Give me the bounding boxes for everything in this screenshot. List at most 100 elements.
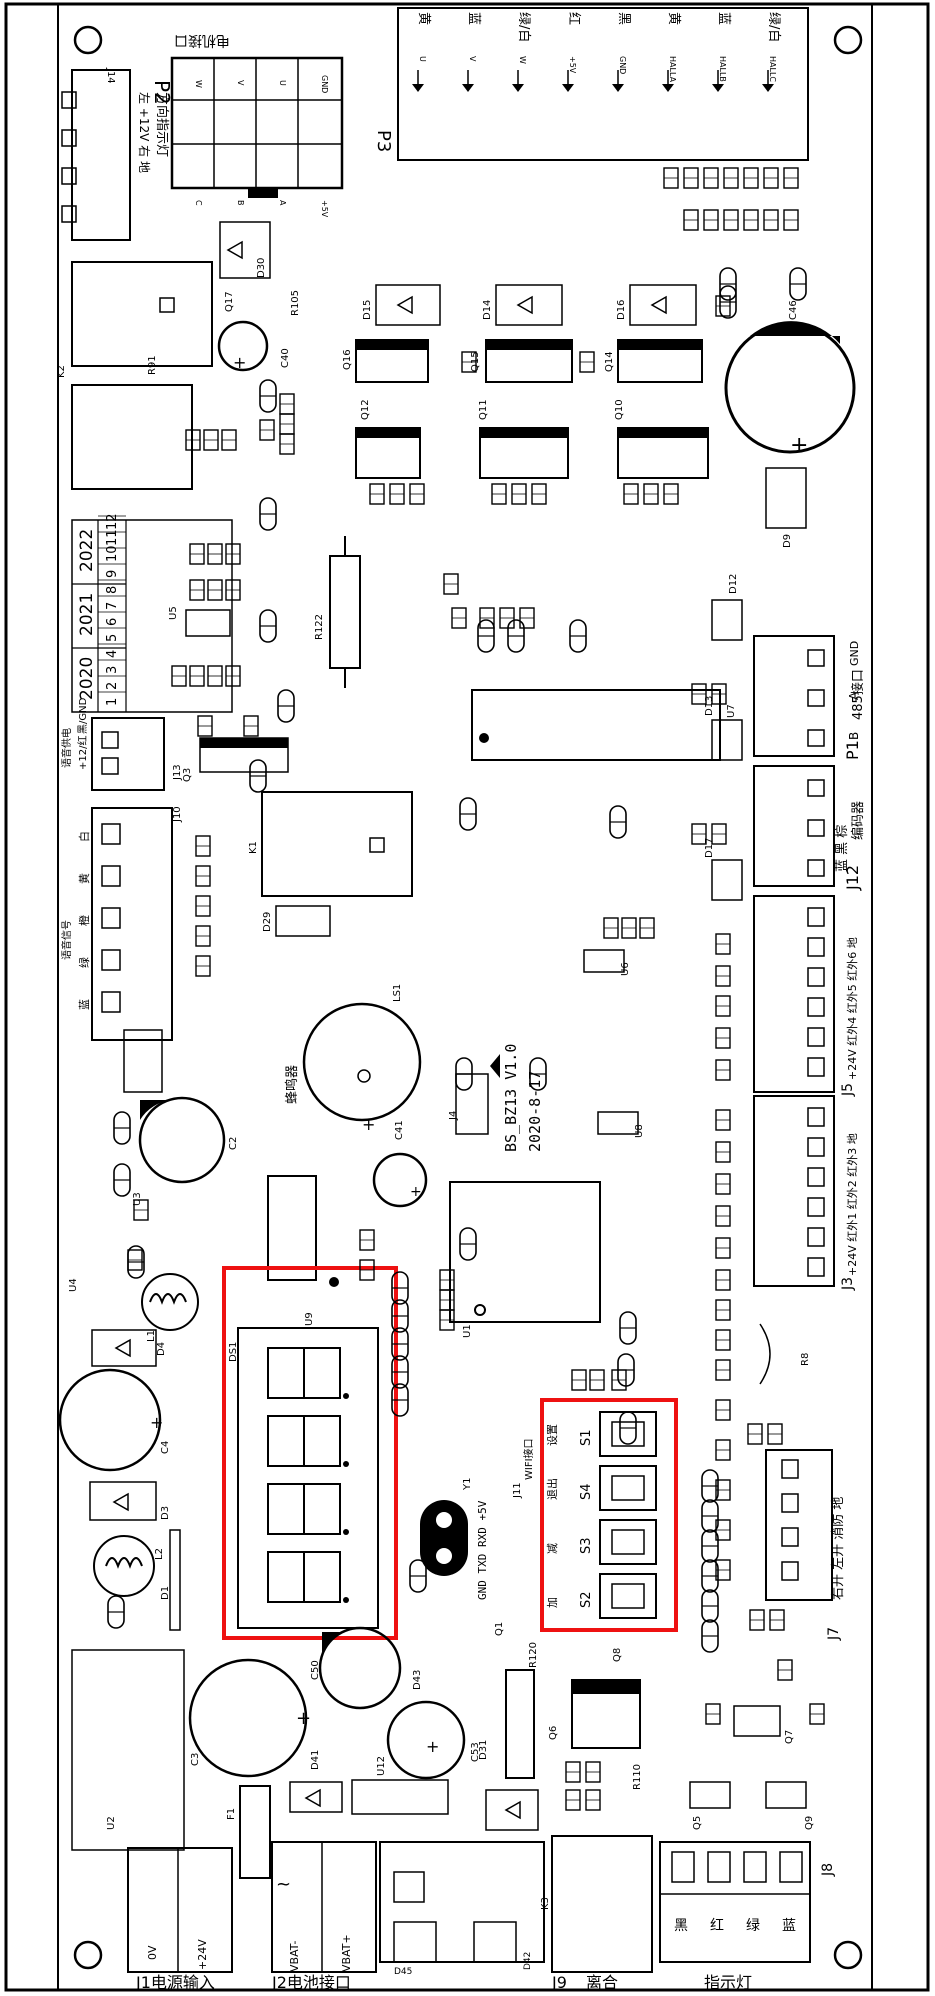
svg-text:B: B bbox=[236, 200, 245, 206]
svg-text:Q17: Q17 bbox=[224, 291, 235, 312]
j7-function: 右开 左开 消防 地 bbox=[830, 1497, 846, 1600]
svg-text:+5V: +5V bbox=[320, 200, 329, 218]
u1-ic bbox=[449, 1181, 601, 1323]
svg-text:D17: D17 bbox=[704, 838, 715, 858]
j7-door-connector: J7 右开 左开 消防 地 bbox=[765, 1449, 846, 1641]
svg-text:R105: R105 bbox=[290, 290, 301, 316]
p3-pin-label: V bbox=[468, 56, 477, 62]
switch-function: 加 bbox=[546, 1597, 559, 1608]
svg-text:D1: D1 bbox=[160, 1586, 171, 1600]
u7-ic bbox=[471, 689, 721, 761]
svg-text:C46: C46 bbox=[788, 300, 799, 320]
p2-title: 电机接口 bbox=[174, 32, 230, 49]
svg-text:R122: R122 bbox=[314, 614, 325, 640]
month-code: 1 bbox=[105, 698, 120, 706]
j8-pin-color: 红 bbox=[710, 1918, 724, 1934]
j3-function: +24V 红外1 红外2 红外3 地 bbox=[846, 1133, 859, 1276]
month-code: 9 bbox=[105, 570, 120, 578]
svg-text:+12/红: +12/红 bbox=[76, 736, 89, 770]
j5-function: +24V 红外4 红外5 红外6 地 bbox=[846, 937, 859, 1080]
svg-text:P1: P1 bbox=[843, 740, 862, 760]
svg-text:+: + bbox=[426, 1737, 439, 1756]
svg-text:GND: GND bbox=[320, 75, 329, 93]
smd-pads bbox=[107, 167, 825, 1811]
month-code: 11 bbox=[105, 529, 120, 546]
svg-text:F1: F1 bbox=[226, 1808, 237, 1820]
svg-text:B: B bbox=[847, 732, 861, 740]
svg-text:C40: C40 bbox=[280, 348, 291, 368]
svg-text:C53: C53 bbox=[470, 1742, 481, 1762]
j9-clutch-connector: J9 离合 bbox=[551, 1835, 653, 1992]
p3-pin-label: HALLB bbox=[718, 56, 727, 82]
svg-text:J8: J8 bbox=[820, 1863, 836, 1877]
j14-connector: J14 左 +12V 右 地 方向指示灯 bbox=[61, 67, 170, 241]
svg-text:R120: R120 bbox=[528, 1642, 539, 1668]
svg-text:WIFI接口: WIFI接口 bbox=[522, 1438, 535, 1480]
svg-text:J10: J10 bbox=[172, 806, 183, 823]
k2-relay: K2 R91 bbox=[56, 261, 213, 490]
j8-indicator-connector: 黑红绿蓝 J8 指示灯 bbox=[659, 1841, 836, 1992]
j1-power-input: 0V +24V J1电源输入 bbox=[127, 1847, 233, 1992]
j8-pin-color: 绿 bbox=[746, 1918, 760, 1934]
year-code: 2021 bbox=[77, 593, 97, 636]
svg-text:J13: J13 bbox=[172, 764, 183, 781]
svg-text:R91: R91 bbox=[147, 355, 158, 375]
switch-name: S4 bbox=[579, 1483, 594, 1500]
month-code: 10 bbox=[105, 545, 120, 562]
svg-text:L1: L1 bbox=[146, 1330, 157, 1342]
svg-text:方向指示灯: 方向指示灯 bbox=[154, 92, 170, 157]
switch-name: S1 bbox=[579, 1429, 594, 1446]
j8-function: 指示灯 bbox=[704, 1973, 752, 1992]
year-code: 2022 bbox=[77, 529, 97, 572]
mounting-hole bbox=[73, 25, 103, 55]
svg-text:D9: D9 bbox=[782, 534, 793, 548]
svg-text:U12: U12 bbox=[376, 1756, 387, 1776]
month-code: 8 bbox=[105, 586, 120, 594]
svg-text:D13: D13 bbox=[704, 696, 715, 716]
svg-text:P3: P3 bbox=[373, 130, 394, 152]
svg-text:J7: J7 bbox=[826, 1627, 842, 1641]
svg-text:D45: D45 bbox=[394, 1967, 412, 1977]
buttons-highlight-box bbox=[540, 1398, 678, 1632]
svg-text:U: U bbox=[278, 80, 287, 86]
svg-text:J5: J5 bbox=[840, 1083, 856, 1097]
p3-pin-label: +5V bbox=[568, 56, 577, 74]
j10-pin-label: 黄 bbox=[77, 873, 91, 884]
svg-text:Q6: Q6 bbox=[548, 1726, 559, 1740]
month-code: 4 bbox=[105, 650, 120, 658]
p2-label: P2 bbox=[150, 80, 174, 105]
month-code: 3 bbox=[105, 666, 120, 674]
svg-text:U4: U4 bbox=[68, 1278, 79, 1292]
month-code: 2 bbox=[105, 682, 120, 690]
switch-s3[interactable] bbox=[599, 1519, 657, 1565]
j11-pins: GND TXD RXD +5V bbox=[476, 1500, 489, 1600]
svg-text:蓝 黑 棕: 蓝 黑 棕 bbox=[835, 825, 850, 872]
svg-text:W: W bbox=[194, 80, 203, 88]
svg-text:J4: J4 bbox=[448, 1111, 459, 1121]
svg-text:+: + bbox=[410, 1184, 422, 1200]
svg-text:Q11: Q11 bbox=[478, 399, 489, 420]
svg-text:D30: D30 bbox=[256, 258, 267, 278]
svg-text:+: + bbox=[150, 1413, 163, 1432]
j12-function: 编码器 bbox=[851, 801, 866, 840]
svg-text:0V: 0V bbox=[146, 1945, 159, 1960]
svg-text:C2: C2 bbox=[228, 1137, 239, 1150]
j10-pin-label: 白 bbox=[77, 831, 91, 842]
j12-encoder-connector: J12 蓝 黑 棕 编码器 bbox=[753, 765, 866, 891]
j5-ir-connector: J5 +24V 红外4 红外5 红外6 地 bbox=[753, 895, 859, 1097]
p3-pin-label: GND bbox=[618, 56, 627, 74]
svg-text:左 +12V 右 地: 左 +12V 右 地 bbox=[137, 92, 152, 173]
j10-pin-label: 绿 bbox=[77, 957, 91, 968]
j9-label: J9 bbox=[551, 1973, 567, 1992]
svg-text:GND: GND bbox=[848, 641, 861, 666]
svg-text:VBAT-: VBAT- bbox=[288, 1941, 301, 1972]
switch-s4[interactable] bbox=[599, 1465, 657, 1511]
switch-s2[interactable] bbox=[599, 1573, 657, 1619]
j8-pin-color: 蓝 bbox=[782, 1918, 796, 1934]
svg-text:R8: R8 bbox=[800, 1353, 811, 1366]
month-code: 7 bbox=[105, 602, 120, 610]
j10-pin-label: 橙 bbox=[77, 915, 91, 926]
svg-text:+24V: +24V bbox=[196, 1939, 209, 1970]
svg-text:D14: D14 bbox=[482, 300, 493, 320]
